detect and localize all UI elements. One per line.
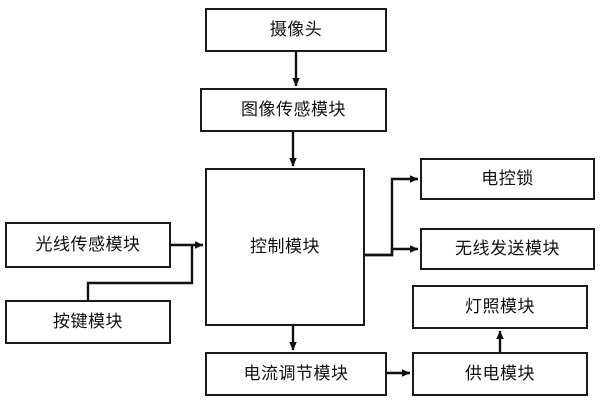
node-camera[interactable]: 摄像头	[205, 8, 387, 52]
node-current-regulation-module[interactable]: 电流调节模块	[205, 352, 387, 396]
node-electric-lock[interactable]: 电控锁	[420, 158, 595, 200]
node-electric-lock-label: 电控锁	[481, 168, 534, 189]
node-lighting-module[interactable]: 灯照模块	[412, 285, 588, 329]
node-power-supply-module[interactable]: 供电模块	[412, 352, 588, 396]
node-light-sensing-module-label: 光线传感模块	[35, 234, 141, 255]
node-current-regulation-module-label: 电流调节模块	[243, 363, 349, 384]
node-control-module-label: 控制模块	[250, 236, 320, 257]
node-power-supply-module-label: 供电模块	[465, 363, 535, 384]
node-key-module[interactable]: 按键模块	[5, 300, 171, 344]
node-light-sensing-module[interactable]: 光线传感模块	[5, 222, 171, 268]
connector-control-to-electric-lock	[365, 175, 419, 257]
node-wireless-transmit-module-label: 无线发送模块	[455, 238, 560, 259]
node-image-sensing-module-label: 图像传感模块	[241, 99, 346, 120]
node-control-module[interactable]: 控制模块	[205, 168, 365, 326]
node-camera-label: 摄像头	[269, 19, 323, 40]
node-wireless-transmit-module[interactable]: 无线发送模块	[420, 228, 595, 270]
node-image-sensing-module[interactable]: 图像传感模块	[200, 88, 387, 132]
connector-control-to-wireless-tx	[365, 245, 419, 257]
node-lighting-module-label: 灯照模块	[465, 296, 535, 317]
node-key-module-label: 按键模块	[53, 311, 123, 332]
